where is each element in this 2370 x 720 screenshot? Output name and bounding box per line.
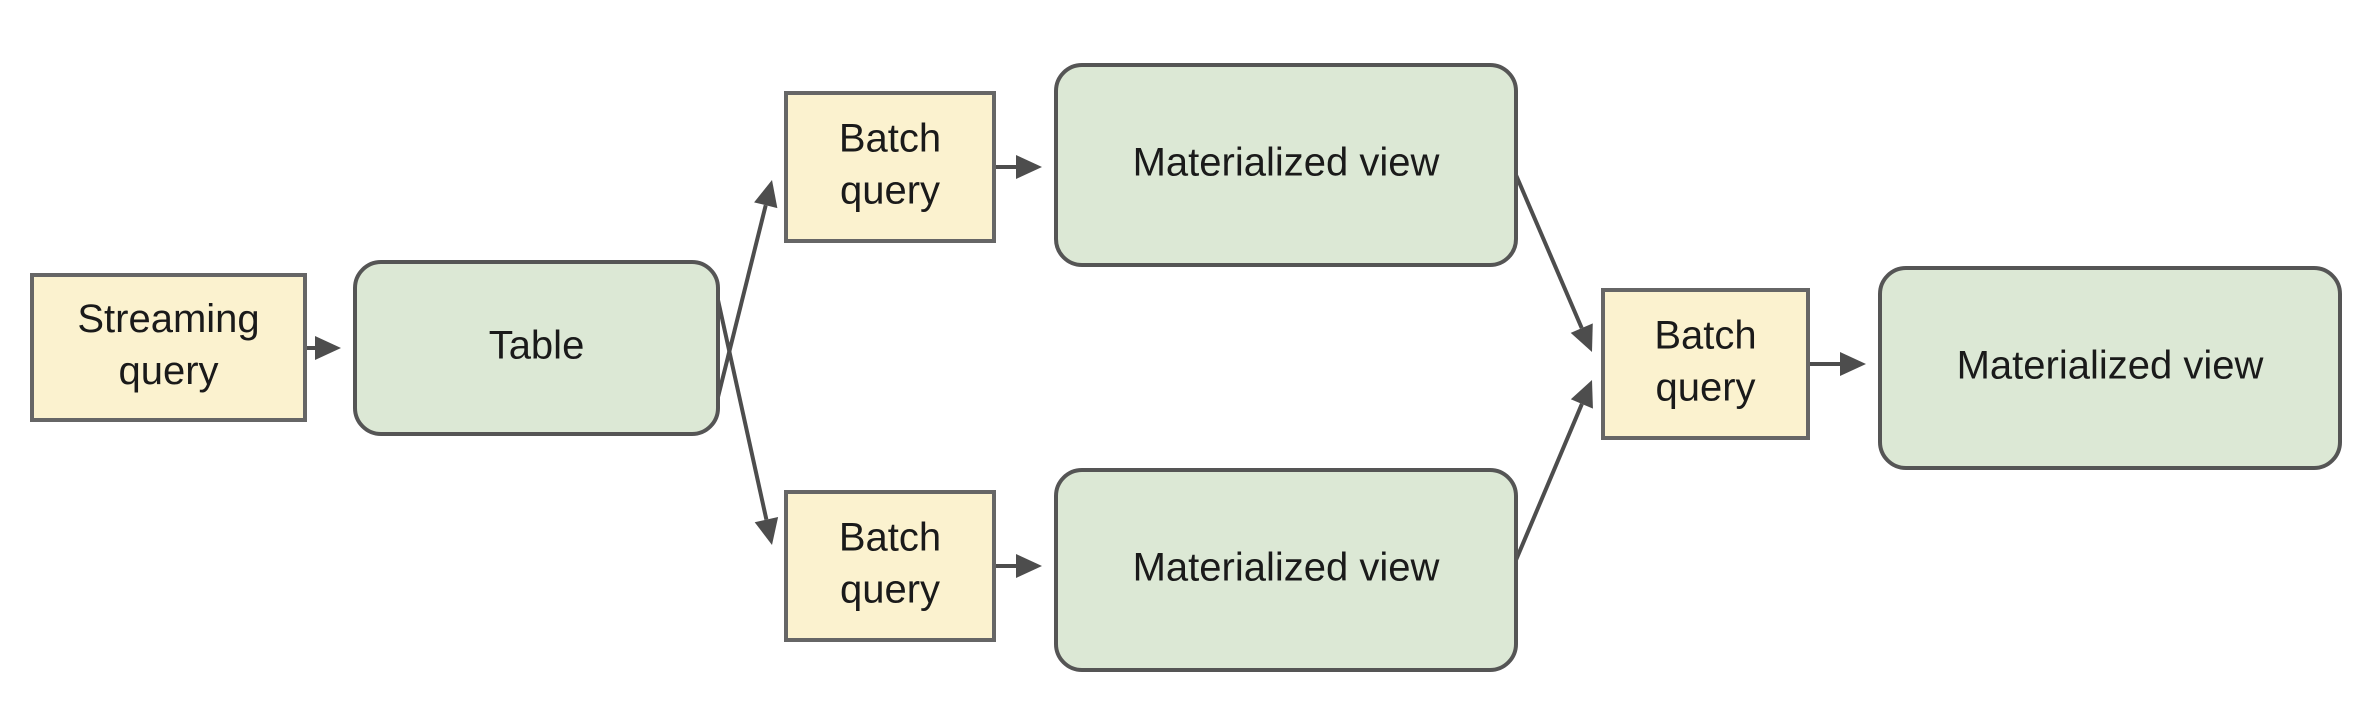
node-label: Materialized view: [1133, 546, 1440, 590]
node-materialized-view-top[interactable]: Materialized view: [1054, 63, 1518, 267]
node-label: Streaming: [77, 297, 259, 341]
edge-table-to-batch-top: [716, 180, 778, 398]
edge-view-top-to-join: [1514, 174, 1593, 352]
edge-table-to-batch-bottom: [716, 299, 779, 545]
edge-streaming-to-table: [305, 336, 341, 360]
node-label: query: [840, 568, 940, 612]
arrowhead-icon: [315, 336, 341, 360]
edge-line: [716, 204, 768, 398]
edge-line: [1514, 174, 1584, 329]
node-label: Table: [489, 324, 585, 368]
node-box[interactable]: [30, 273, 307, 422]
node-box[interactable]: [784, 91, 996, 243]
node-box[interactable]: [1878, 266, 2342, 470]
arrowhead-icon: [1016, 554, 1042, 578]
node-box[interactable]: [1054, 63, 1518, 267]
node-box[interactable]: [1601, 288, 1810, 440]
node-label: Batch: [839, 516, 941, 560]
node-materialized-view-final[interactable]: Materialized view: [1878, 266, 2342, 470]
node-layer: StreamingqueryTableBatchqueryMaterialize…: [30, 63, 2342, 672]
arrowhead-icon: [1016, 155, 1042, 179]
node-label: Batch: [839, 117, 941, 161]
arrowhead-icon: [1840, 352, 1866, 376]
edge-batch-bottom-to-view-bottom: [994, 554, 1042, 578]
edge-join-to-view-final: [1808, 352, 1866, 376]
edge-view-bottom-to-join: [1514, 380, 1593, 561]
node-batch-query-top[interactable]: Batch query: [784, 91, 996, 243]
node-batch-query-join[interactable]: Batch query: [1601, 288, 1810, 440]
edge-line: [716, 299, 769, 521]
node-label: Materialized view: [1133, 141, 1440, 185]
node-box[interactable]: [1054, 468, 1518, 672]
node-label: Materialized view: [1957, 344, 2264, 388]
arrowhead-icon: [1570, 323, 1593, 352]
arrowhead-icon: [754, 180, 778, 209]
node-label: Batch: [1654, 314, 1756, 358]
node-materialized-view-bottom[interactable]: Materialized view: [1054, 468, 1518, 672]
arrowhead-icon: [1570, 380, 1593, 409]
node-box[interactable]: [784, 490, 996, 642]
node-batch-query-bottom[interactable]: Batch query: [784, 490, 996, 642]
node-label: query: [1655, 366, 1755, 410]
node-label: query: [118, 349, 218, 393]
node-label: query: [840, 169, 940, 213]
node-box[interactable]: [353, 260, 720, 436]
node-streaming-query[interactable]: Streaming query: [30, 273, 307, 422]
edge-layer: [305, 155, 1866, 578]
edge-batch-top-to-view-top: [994, 155, 1042, 179]
arrowhead-icon: [754, 517, 779, 545]
node-table[interactable]: Table: [353, 260, 720, 436]
edge-line: [1514, 403, 1584, 561]
